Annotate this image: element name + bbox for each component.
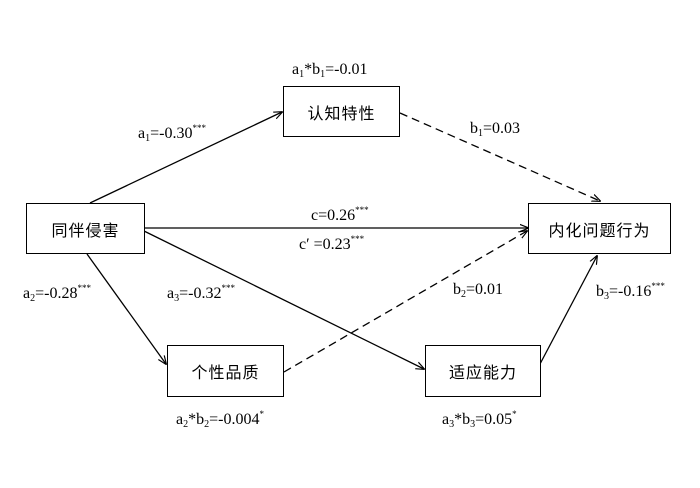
label-b3: b3=-0.16*** xyxy=(596,281,665,302)
label-ab3: a3*b3=0.05* xyxy=(442,409,517,430)
arrow-a3 xyxy=(143,230,424,369)
label-b1: b1=0.03 xyxy=(470,120,521,139)
label-a1: a1=-0.30*** xyxy=(138,123,206,144)
label-c: c=0.26*** xyxy=(311,205,369,225)
arrow-b2 xyxy=(283,231,527,373)
label-a2: a2=-0.28*** xyxy=(23,283,91,304)
node-personality-quality: 个性品质 xyxy=(167,345,284,397)
node-peer-victimization: 同伴侵害 xyxy=(26,203,145,254)
arrow-a2 xyxy=(86,253,166,364)
arrow-b3 xyxy=(539,256,597,365)
label-ab2: a2*b2=-0.004* xyxy=(176,409,264,430)
label-c-prime: c′ =0.23*** xyxy=(299,234,365,254)
label-ab1: a1*b1=-0.01 xyxy=(292,61,368,80)
arrow-a1 xyxy=(89,112,282,204)
node-cognitive-traits: 认知特性 xyxy=(283,86,400,137)
node-adaptive-ability: 适应能力 xyxy=(425,345,541,397)
arrow-b1 xyxy=(399,112,600,201)
label-b2: b2=0.01 xyxy=(453,281,504,300)
label-a3: a3=-0.32*** xyxy=(167,283,235,304)
node-internalizing-behavior: 内化问题行为 xyxy=(528,203,671,254)
